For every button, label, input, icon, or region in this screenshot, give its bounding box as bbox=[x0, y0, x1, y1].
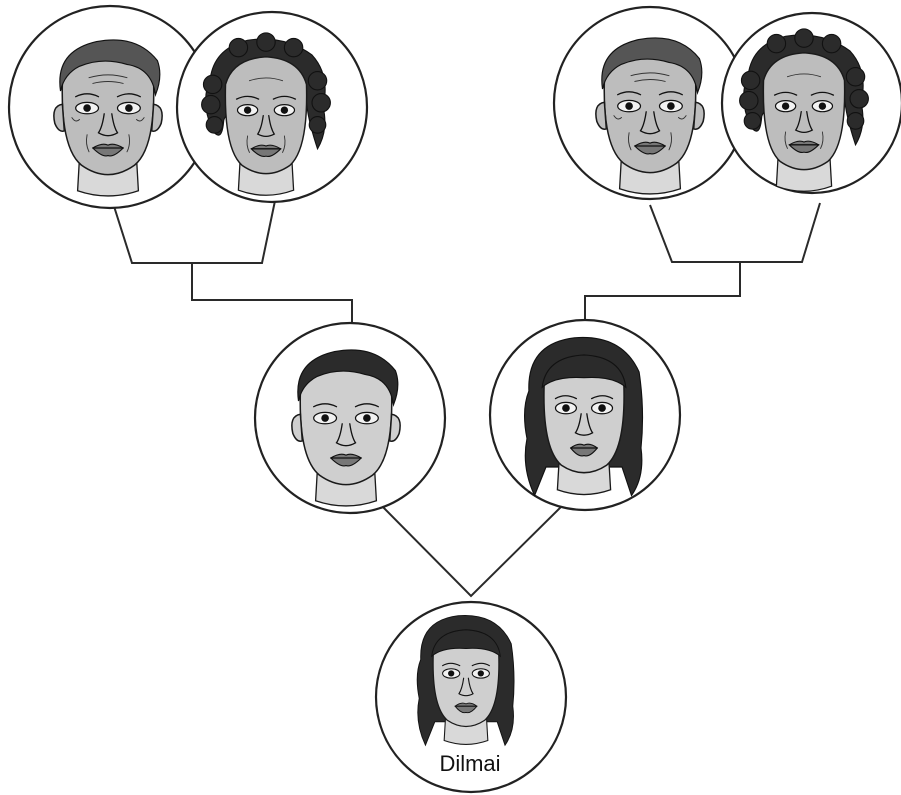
father bbox=[253, 321, 447, 515]
maternal-grandmother bbox=[720, 11, 901, 195]
paternal-grandparents-link bbox=[111, 195, 277, 264]
child-name-label: Dilmai bbox=[439, 751, 500, 776]
paternal-to-father-link bbox=[191, 263, 353, 322]
paternal-grandmother bbox=[175, 10, 369, 204]
parents-to-child-link bbox=[375, 499, 569, 598]
maternal-to-mother-link bbox=[584, 262, 741, 322]
maternal-grandparents-link bbox=[649, 202, 821, 263]
mother bbox=[488, 318, 682, 512]
maternal-grandfather bbox=[552, 5, 748, 201]
child: Dilmai bbox=[374, 600, 568, 794]
connector-lines bbox=[111, 195, 821, 598]
